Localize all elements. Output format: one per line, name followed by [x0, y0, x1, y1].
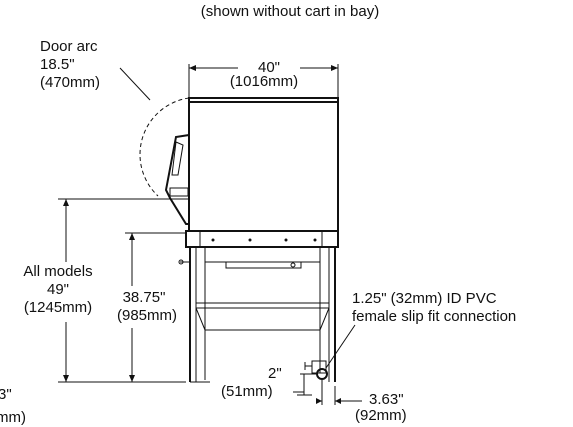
open-door	[164, 133, 190, 225]
drain-connection	[316, 368, 328, 380]
bay-height-metric: (985mm)	[116, 307, 177, 324]
all-models-metric: (1245mm)	[23, 299, 93, 316]
drain-offset-imperial: 3.63"	[369, 391, 404, 408]
door-arc-title: Door arc	[40, 38, 98, 55]
caption: (shown without cart in bay)	[200, 3, 380, 20]
all-models-imperial: 49"	[46, 281, 69, 298]
door-arc-imperial: 18.5"	[40, 56, 75, 73]
door-hinge	[169, 187, 189, 197]
cabinet-body	[188, 97, 339, 232]
width-metric: (1016mm)	[229, 73, 299, 90]
frame-top-rail	[185, 230, 339, 248]
width-imperial: 40"	[257, 59, 280, 76]
door-arc-metric: (470mm)	[40, 74, 101, 91]
bay-height-imperial: 38.75"	[122, 289, 166, 306]
drain-height-metric: (51mm)	[221, 383, 273, 400]
door-arc-leader	[119, 67, 151, 101]
door-handle	[171, 141, 184, 176]
pvc-leader	[325, 324, 356, 369]
drain-offset-metric: (92mm)	[355, 407, 407, 424]
drip-tray	[225, 261, 302, 269]
lower-shelf	[195, 302, 330, 331]
drain-body	[311, 360, 327, 374]
door-arc-path	[139, 97, 190, 197]
clipped-label-2: mm)	[0, 409, 26, 426]
all-models-title: All models	[23, 263, 93, 280]
clipped-label-1: 3"	[0, 386, 12, 403]
pvc-line-2: female slip fit connection	[352, 308, 517, 325]
drain-height-imperial: 2"	[268, 365, 282, 382]
pvc-line-1: 1.25" (32mm) ID PVC	[352, 290, 497, 307]
